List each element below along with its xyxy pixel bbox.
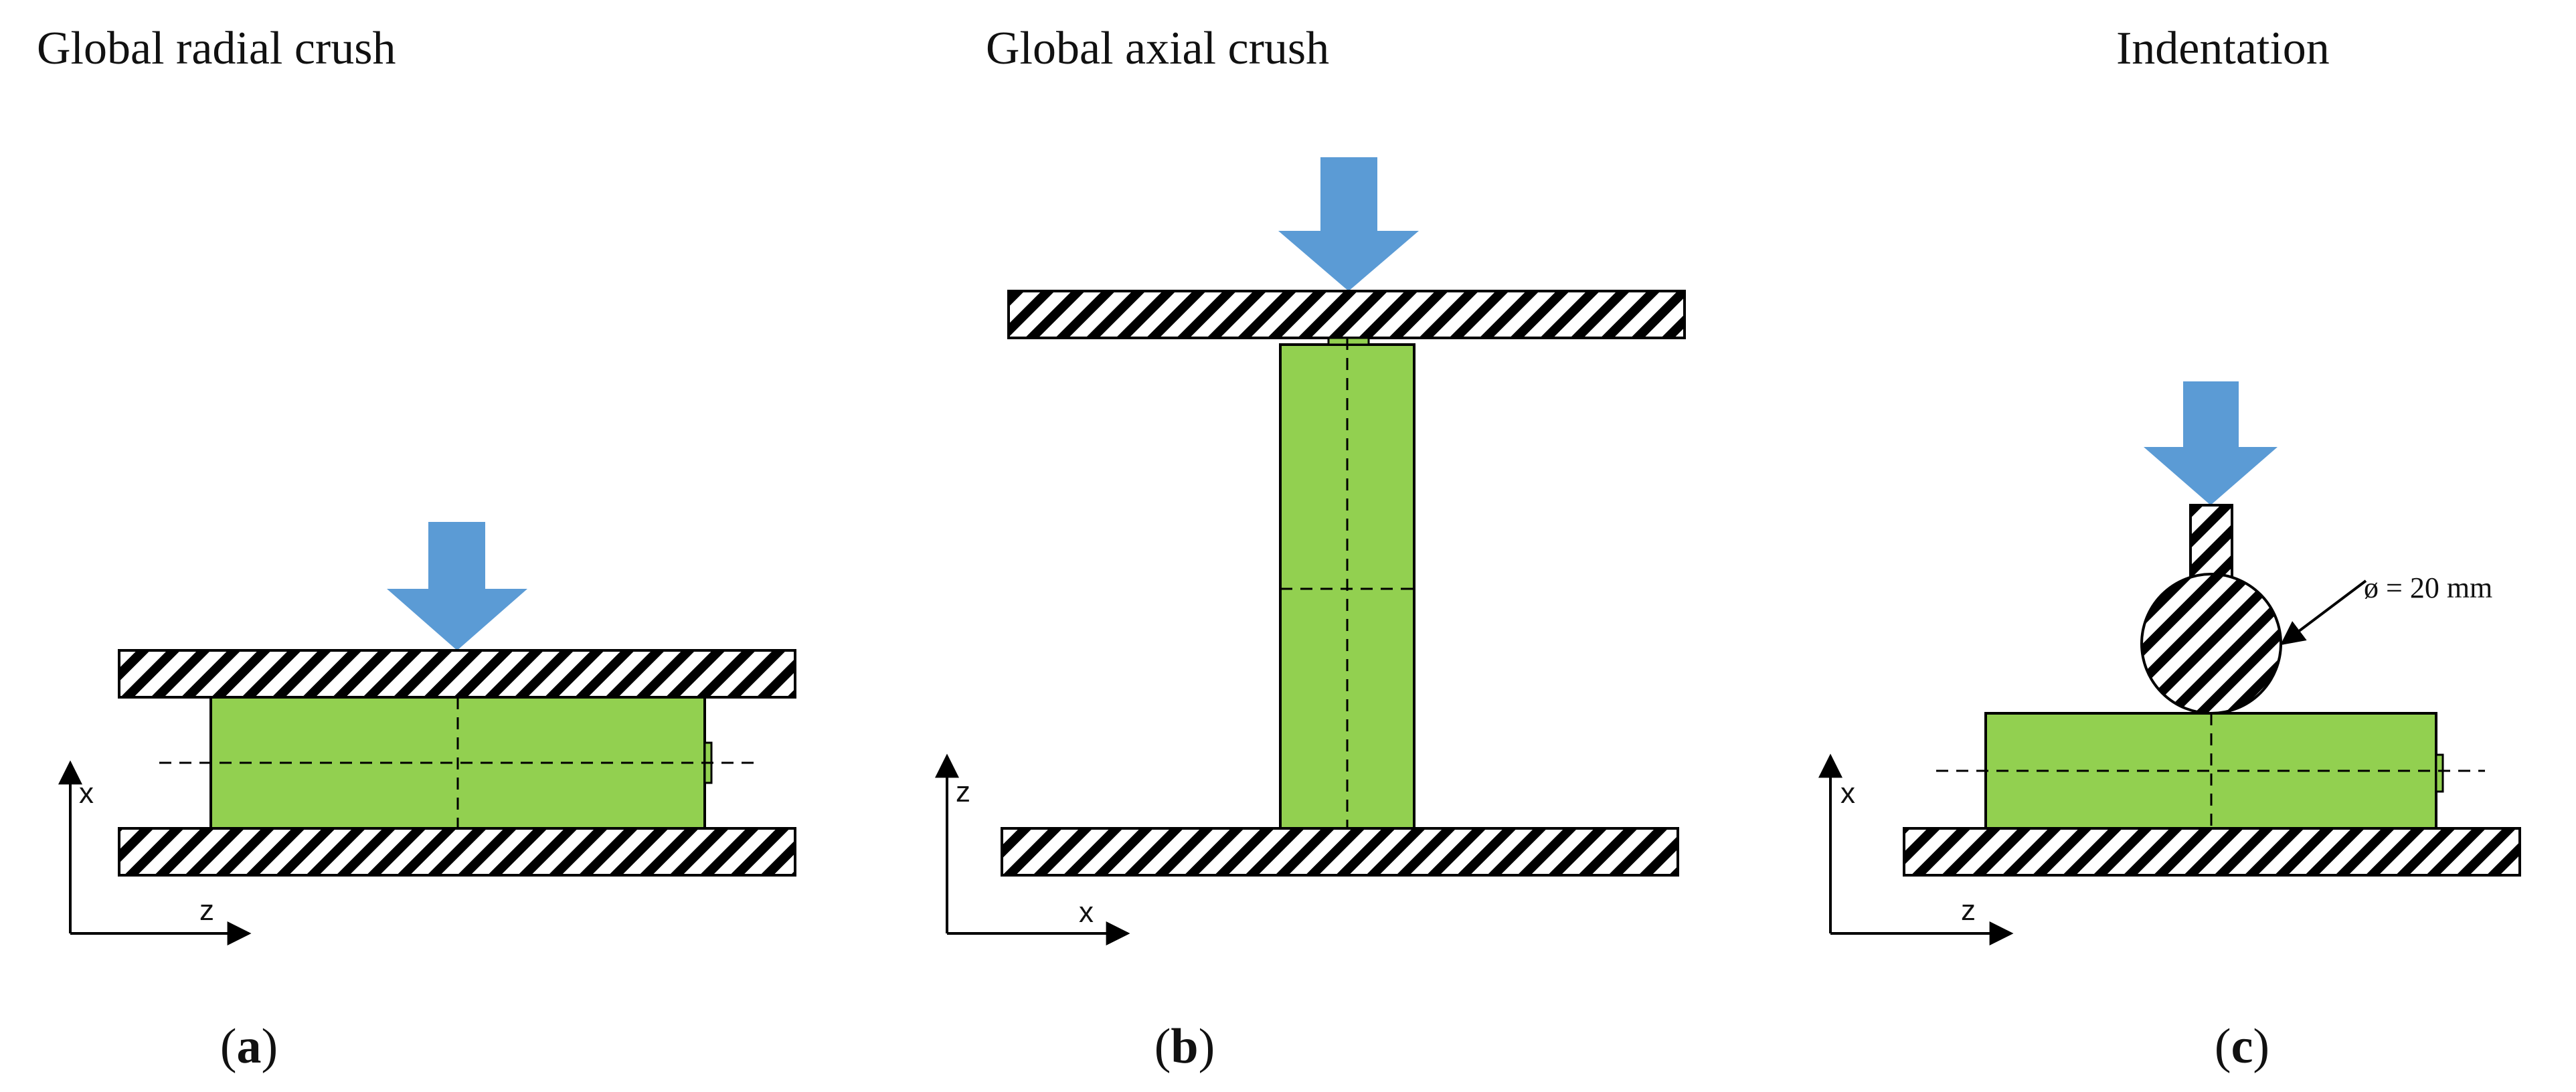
load-arrow-c xyxy=(2144,381,2278,505)
specimen-tab-c xyxy=(2435,753,2444,793)
panel-a-caption: (a) xyxy=(220,1019,278,1074)
axes-b: z x xyxy=(935,753,1130,945)
axis-label-vertical-a: x xyxy=(79,777,94,810)
specimen-tab-b xyxy=(1327,337,1370,346)
load-arrow-a xyxy=(387,522,527,650)
axes-c: x z xyxy=(1818,753,2014,945)
indenter-ball xyxy=(2140,573,2282,715)
bottom-plate-a xyxy=(118,827,796,877)
panel-b-title: Global axial crush xyxy=(986,23,1329,74)
panel-b: Global axial crush z x (b) xyxy=(935,23,1686,1074)
panel-a-caption-letter: a xyxy=(237,1019,262,1074)
axis-label-horizontal-b: x xyxy=(1079,896,1094,929)
diameter-callout: ø = 20 mm xyxy=(2280,571,2492,646)
panel-b-caption: (b) xyxy=(1154,1019,1215,1074)
bottom-plate-c xyxy=(1903,827,2521,877)
panel-c-caption-letter: c xyxy=(2231,1019,2253,1074)
load-arrow-b xyxy=(1278,157,1419,291)
panel-c-title: Indentation xyxy=(2116,23,2330,74)
axes-a: x z xyxy=(58,760,252,945)
top-plate-b xyxy=(1007,290,1686,339)
axis-label-horizontal-c: z xyxy=(1961,894,1976,927)
indenter-rod xyxy=(2189,504,2233,580)
axis-label-horizontal-a: z xyxy=(199,894,214,927)
bottom-plate-b xyxy=(1001,827,1679,877)
top-plate-a xyxy=(118,649,796,699)
panel-a: Global radial crush x z (a) xyxy=(37,23,796,1074)
indenter-diameter-label: ø = 20 mm xyxy=(2364,571,2492,604)
axis-label-vertical-c: x xyxy=(1840,777,1855,810)
panel-c: Indentation ø = 20 mm x z (c) xyxy=(1818,23,2521,1074)
panel-b-caption-letter: b xyxy=(1171,1019,1198,1074)
panel-c-caption: (c) xyxy=(2215,1019,2269,1074)
axis-label-vertical-b: z xyxy=(956,776,970,808)
panel-a-title: Global radial crush xyxy=(37,23,396,74)
